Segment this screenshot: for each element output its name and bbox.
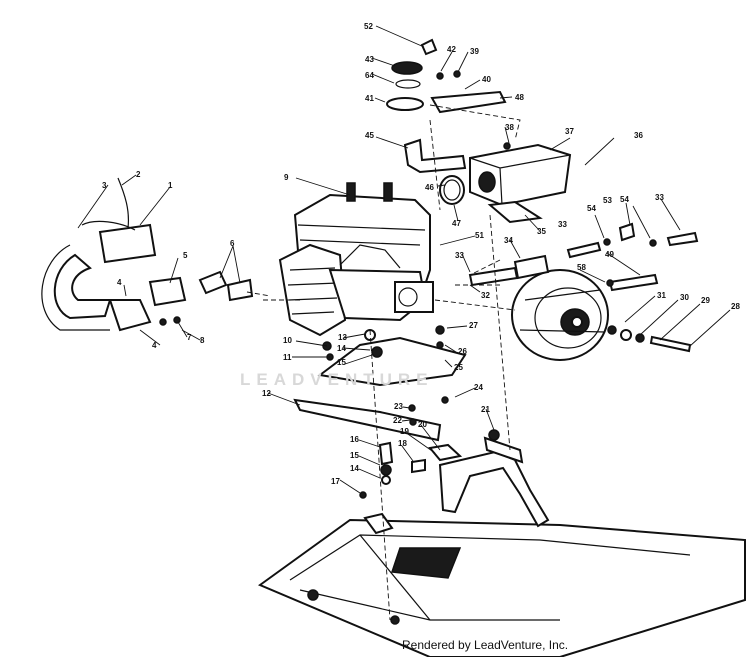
callout-1: 1 [168, 181, 173, 190]
callout-6: 6 [230, 239, 235, 248]
callout-16: 16 [350, 435, 359, 444]
callout-22: 22 [393, 416, 402, 425]
callout-12: 12 [262, 389, 271, 398]
callout-49: 49 [605, 250, 614, 259]
callout-17: 17 [331, 477, 340, 486]
callout-54-b: 54 [620, 195, 629, 204]
callout-46: 46 [425, 183, 434, 192]
callout-27: 27 [469, 321, 478, 330]
callout-35: 35 [537, 227, 546, 236]
callout-19: 19 [400, 427, 409, 436]
leader-lines [77, 25, 731, 494]
callout-48: 48 [515, 93, 524, 102]
callout-4-b: 4 [152, 341, 157, 350]
callout-30: 30 [680, 293, 689, 302]
callout-4-a: 4 [117, 278, 122, 287]
callout-24: 24 [474, 383, 483, 392]
callout-31: 31 [657, 291, 666, 300]
callout-14-b: 14 [350, 464, 359, 473]
callout-40: 40 [482, 75, 491, 84]
callout-33-c: 33 [455, 251, 464, 260]
callout-15-a: 15 [337, 358, 346, 367]
callout-18: 18 [398, 439, 407, 448]
callout-39: 39 [470, 47, 479, 56]
callout-10: 10 [283, 336, 292, 345]
callout-33-b: 33 [655, 193, 664, 202]
callout-21: 21 [481, 405, 490, 414]
callout-8: 8 [200, 336, 205, 345]
deck-plate [257, 518, 746, 657]
callout-64: 64 [365, 71, 374, 80]
callout-11: 11 [283, 353, 292, 362]
callout-23: 23 [394, 402, 403, 411]
callout-36: 36 [634, 131, 643, 140]
callout-34: 34 [504, 236, 513, 245]
callout-5: 5 [183, 251, 188, 260]
callout-33-a: 33 [558, 220, 567, 229]
callout-43: 43 [365, 55, 374, 64]
callout-labels: 52 43 42 39 64 40 41 48 38 37 36 45 9 46… [102, 22, 740, 486]
engine [278, 182, 434, 337]
callout-13: 13 [338, 333, 347, 342]
top-parts [386, 38, 511, 205]
callout-28: 28 [731, 302, 740, 311]
callout-32: 32 [481, 291, 490, 300]
callout-37: 37 [565, 127, 574, 136]
callout-20: 20 [418, 420, 427, 429]
callout-25: 25 [454, 363, 463, 372]
muffler [41, 177, 254, 332]
callout-15-b: 15 [350, 451, 359, 460]
callout-3: 3 [102, 181, 107, 190]
rod-hardware [468, 222, 699, 353]
callout-45: 45 [365, 131, 374, 140]
alignment-lines [246, 104, 521, 621]
callout-54-a: 54 [587, 204, 596, 213]
engine-mount-plates [293, 325, 467, 625]
air-cleaner [469, 143, 572, 224]
callout-58: 58 [577, 263, 586, 272]
callout-38: 38 [505, 123, 514, 132]
watermark: LEADVENTURE [240, 370, 434, 389]
callout-26: 26 [458, 347, 467, 356]
callout-9: 9 [284, 173, 289, 182]
callout-14-a: 14 [337, 344, 346, 353]
callout-42: 42 [447, 45, 456, 54]
callout-51: 51 [475, 231, 484, 240]
handle-frame [438, 429, 550, 528]
callout-7: 7 [187, 333, 192, 342]
callout-52: 52 [364, 22, 373, 31]
callout-2: 2 [136, 170, 141, 179]
credit-text: Rendered by LeadVenture, Inc. [402, 638, 569, 652]
clutch-pulley [511, 269, 609, 361]
callout-41: 41 [365, 94, 374, 103]
callout-53: 53 [603, 196, 612, 205]
callout-29: 29 [701, 296, 710, 305]
callout-47: 47 [452, 219, 461, 228]
